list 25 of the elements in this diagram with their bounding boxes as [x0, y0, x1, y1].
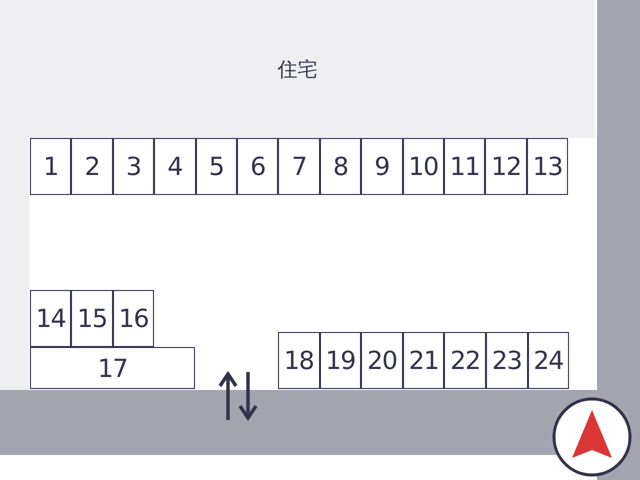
parking-space: 14 — [30, 290, 72, 347]
parking-space: 4 — [154, 138, 196, 195]
parking-space: 2 — [71, 138, 113, 195]
parking-space: 9 — [361, 138, 403, 195]
parking-space: 7 — [278, 138, 320, 195]
housing-area: 住宅 — [0, 0, 595, 138]
parking-space: 12 — [485, 138, 527, 195]
parking-space: 17 — [30, 347, 195, 389]
parking-space: 5 — [196, 138, 237, 195]
parking-space: 22 — [444, 332, 486, 389]
parking-space: 1 — [30, 138, 72, 195]
parking-space: 8 — [320, 138, 362, 195]
parking-space: 15 — [71, 290, 113, 347]
parking-space: 21 — [402, 332, 444, 389]
parking-space: 18 — [278, 332, 320, 389]
parking-space: 19 — [320, 332, 362, 389]
parking-space: 3 — [112, 138, 154, 195]
parking-space: 13 — [526, 138, 568, 195]
parking-space: 20 — [361, 332, 403, 389]
parking-space: 6 — [237, 138, 278, 195]
parking-space: 23 — [486, 332, 528, 389]
parking-space: 10 — [402, 138, 444, 195]
parking-space: 11 — [444, 138, 486, 195]
parking-space: 16 — [112, 290, 154, 347]
parking-space: 24 — [528, 332, 570, 389]
